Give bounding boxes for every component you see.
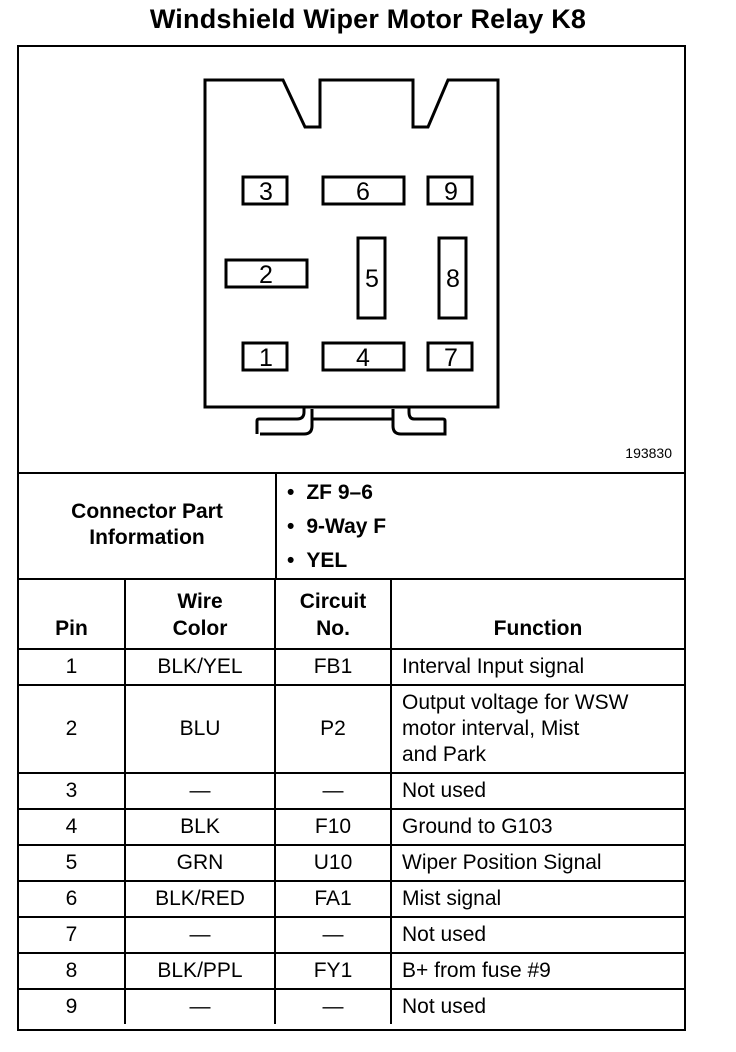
connector-face-drawing: 3 6 9 2 5 8 1 4 7 [203, 78, 500, 436]
function-line: Not used [402, 995, 487, 1018]
pin-7-cavity [426, 341, 474, 372]
function-line: Wiper Position Signal [402, 851, 602, 874]
wire-color-cell: — [124, 916, 276, 954]
pin-label-1: 1 [259, 344, 273, 372]
function-line: Mist signal [402, 887, 502, 910]
table-row: 3——Not used [19, 772, 684, 810]
relay-info-frame: 3 6 9 2 5 8 1 4 7 193830 Connector Part … [17, 45, 686, 1031]
function-cell: Not used [390, 772, 684, 810]
function-line: Interval Input signal [402, 655, 585, 678]
pin-cell: 4 [19, 808, 126, 846]
function-line: Output voltage for WSW [402, 691, 629, 714]
function-line: B+ from fuse #9 [402, 959, 551, 982]
pin-label-4: 4 [356, 344, 370, 372]
function-cell: Not used [390, 916, 684, 954]
function-cell: Mist signal [390, 880, 684, 918]
function-line: Ground to G103 [402, 815, 553, 838]
function-line: and Park [402, 743, 487, 766]
connector-part-info: Connector Part Information ZF 9–6 9-Way … [19, 472, 684, 580]
circuit-cell: — [274, 916, 392, 954]
table-row: 7——Not used [19, 916, 684, 954]
header-pin: Pin [19, 578, 126, 650]
circuit-cell: — [274, 772, 392, 810]
connector-label-line-2: Information [89, 526, 205, 549]
wire-color-cell: BLK [124, 808, 276, 846]
connector-info-item: YEL [287, 544, 386, 578]
pin-label-8: 8 [446, 265, 460, 293]
connector-part-info-list: ZF 9–6 9-Way F YEL [287, 476, 386, 578]
wire-color-cell: BLK/PPL [124, 952, 276, 990]
connector-housing [203, 78, 500, 409]
pin-cell: 8 [19, 952, 126, 990]
pin-6-cavity [321, 175, 406, 206]
circuit-cell: — [274, 988, 392, 1024]
pin-cell: 7 [19, 916, 126, 954]
function-cell: B+ from fuse #9 [390, 952, 684, 990]
connector-label-line-1: Connector Part [71, 500, 223, 523]
connector-foot-left [255, 407, 314, 436]
connector-part-info-label: Connector Part Information [19, 472, 277, 578]
function-cell: Interval Input signal [390, 648, 684, 686]
pin-cell: 9 [19, 988, 126, 1024]
figure-number: 193830 [625, 445, 672, 461]
pin-cell: 5 [19, 844, 126, 882]
pin-1-cavity [241, 341, 289, 372]
connector-diagram: 3 6 9 2 5 8 1 4 7 193830 [19, 47, 684, 474]
pin-4-cavity [321, 341, 406, 372]
wire-color-cell: BLU [124, 684, 276, 774]
connector-info-item: 9-Way F [287, 510, 386, 544]
connector-info-item: ZF 9–6 [287, 476, 386, 510]
function-line: Not used [402, 923, 487, 946]
connector-foot-right [391, 407, 447, 436]
wire-color-cell: BLK/YEL [124, 648, 276, 686]
circuit-cell: U10 [274, 844, 392, 882]
function-line: motor interval, Mist [402, 717, 580, 740]
pin-cell: 3 [19, 772, 126, 810]
pin-3-cavity [241, 175, 289, 206]
pin-label-6: 6 [356, 178, 370, 206]
function-cell: Ground to G103 [390, 808, 684, 846]
wire-color-cell: — [124, 772, 276, 810]
function-cell: Not used [390, 988, 684, 1024]
circuit-cell: P2 [274, 684, 392, 774]
pin-2-cavity [224, 258, 309, 289]
table-row: 9——Not used [19, 988, 684, 1024]
function-line: Not used [402, 779, 487, 802]
circuit-cell: FA1 [274, 880, 392, 918]
header-function: Function [390, 578, 684, 650]
circuit-cell: F10 [274, 808, 392, 846]
pin-label-3: 3 [259, 178, 273, 206]
wire-color-cell: BLK/RED [124, 880, 276, 918]
circuit-cell: FY1 [274, 952, 392, 990]
pin-label-9: 9 [444, 178, 458, 206]
wire-color-cell: GRN [124, 844, 276, 882]
pin-9-cavity [426, 175, 474, 206]
wire-color-cell: — [124, 988, 276, 1024]
function-cell: Output voltage for WSW motor interval, Mi… [390, 684, 684, 774]
page-title: Windshield Wiper Motor Relay K8 [149, 4, 587, 34]
pin-label-2: 2 [259, 261, 273, 289]
pin-label-5: 5 [365, 265, 379, 293]
function-cell: Wiper Position Signal [390, 844, 684, 882]
pin-label-7: 7 [444, 344, 458, 372]
pin-cell: 1 [19, 648, 126, 686]
pin-5-cavity [356, 236, 387, 320]
pin-8-cavity [437, 236, 468, 320]
pin-cell: 6 [19, 880, 126, 918]
pin-cell: 2 [19, 684, 126, 774]
circuit-cell: FB1 [274, 648, 392, 686]
